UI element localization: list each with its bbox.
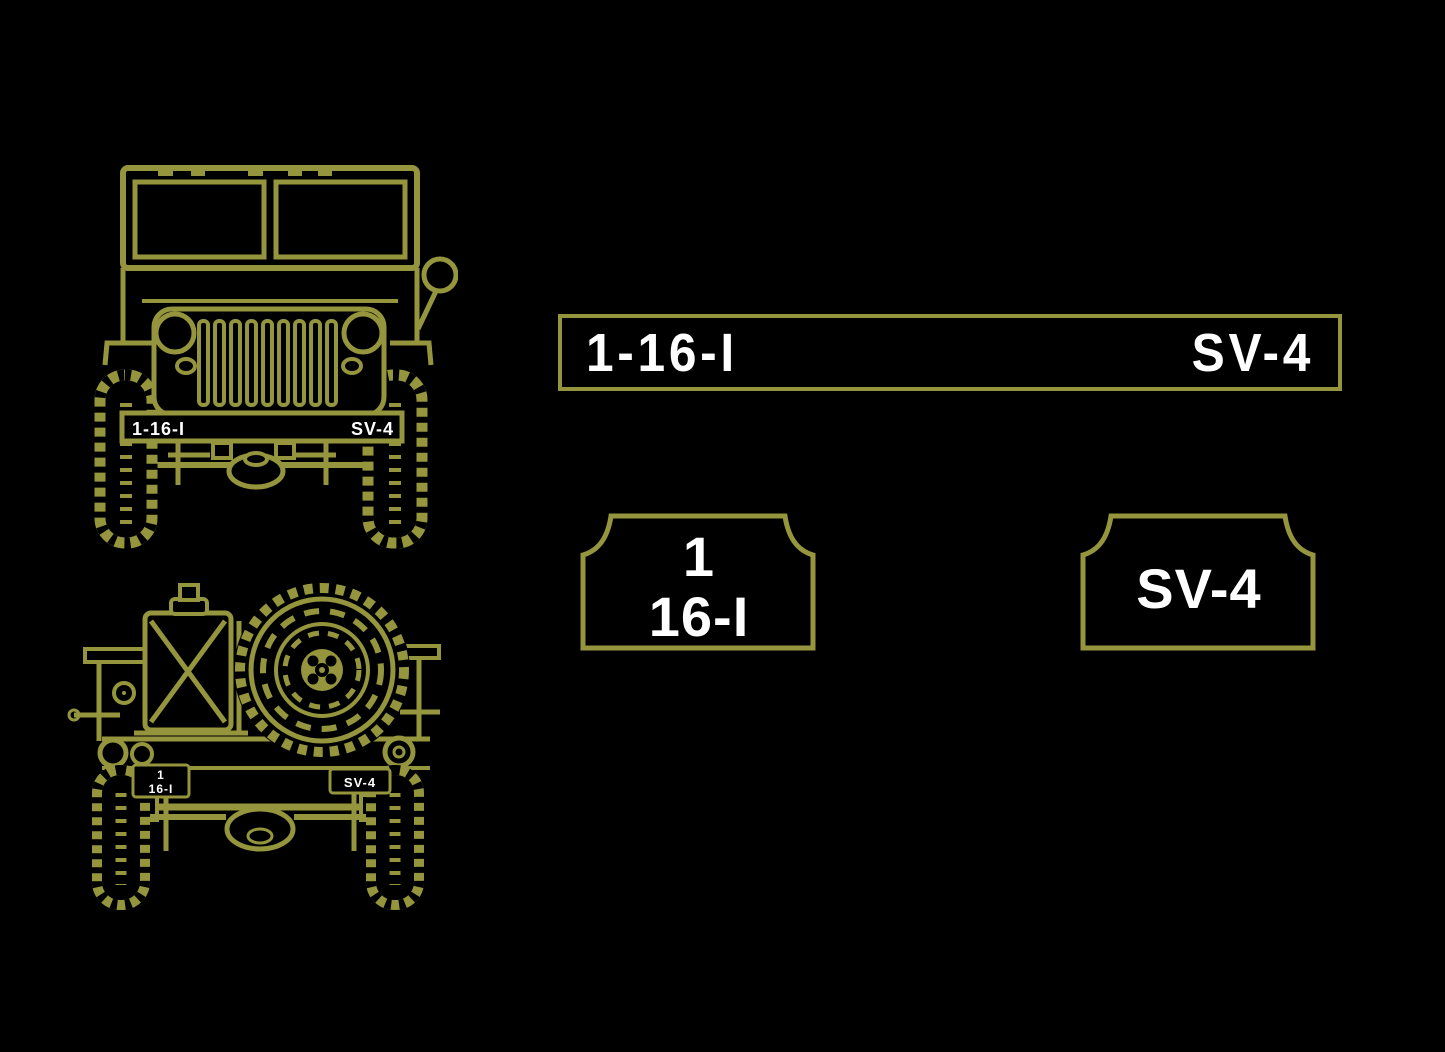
jeep-front-view-illustration: 1-16-I SV-4 bbox=[94, 165, 458, 549]
rear-left-taillight-icon bbox=[97, 737, 129, 769]
bumper-strip-right-code: SV-4 bbox=[1191, 322, 1314, 383]
rear-right-tire bbox=[366, 765, 424, 910]
front-windshield bbox=[120, 165, 420, 271]
jeep-rear-view-illustration: 1 16-I SV-4 bbox=[67, 582, 441, 910]
front-bumper-right-code: SV-4 bbox=[351, 419, 394, 439]
bumper-strip-left-code: 1-16-I bbox=[586, 322, 738, 383]
front-bumper-decal-strip: 1-16-I SV-4 bbox=[558, 314, 1342, 391]
rear-left-plate-decal: 1 16-I bbox=[580, 513, 816, 651]
front-body bbox=[102, 268, 434, 366]
front-right-headlight-icon bbox=[341, 311, 385, 355]
front-left-headlight-icon bbox=[153, 311, 197, 355]
front-grille bbox=[151, 306, 387, 418]
rear-left-tire bbox=[92, 765, 150, 910]
rear-left-plate-line2: 16-I bbox=[149, 782, 174, 796]
rear-right-taillight-icon bbox=[382, 735, 416, 769]
rear-marking-plates: 1 16-I SV-4 bbox=[131, 763, 392, 799]
right-plate-decal-code: SV-4 bbox=[1136, 557, 1261, 620]
rear-left-plate-line1: 1 bbox=[157, 768, 165, 782]
left-plate-decal-line2: 16-I bbox=[649, 585, 750, 648]
rear-chassis bbox=[114, 791, 404, 852]
left-plate-decal-line1: 1 bbox=[683, 525, 715, 588]
rear-right-plate-code: SV-4 bbox=[344, 775, 376, 790]
front-chassis bbox=[148, 441, 368, 490]
front-bumper-left-code: 1-16-I bbox=[132, 419, 185, 439]
front-left-tire bbox=[94, 369, 158, 549]
front-bumper: 1-16-I SV-4 bbox=[119, 410, 405, 444]
front-antenna bbox=[415, 256, 458, 331]
rear-right-plate-decal: SV-4 bbox=[1080, 513, 1316, 651]
rear-spare-tire bbox=[234, 582, 410, 758]
rear-jerry-can bbox=[134, 583, 248, 736]
